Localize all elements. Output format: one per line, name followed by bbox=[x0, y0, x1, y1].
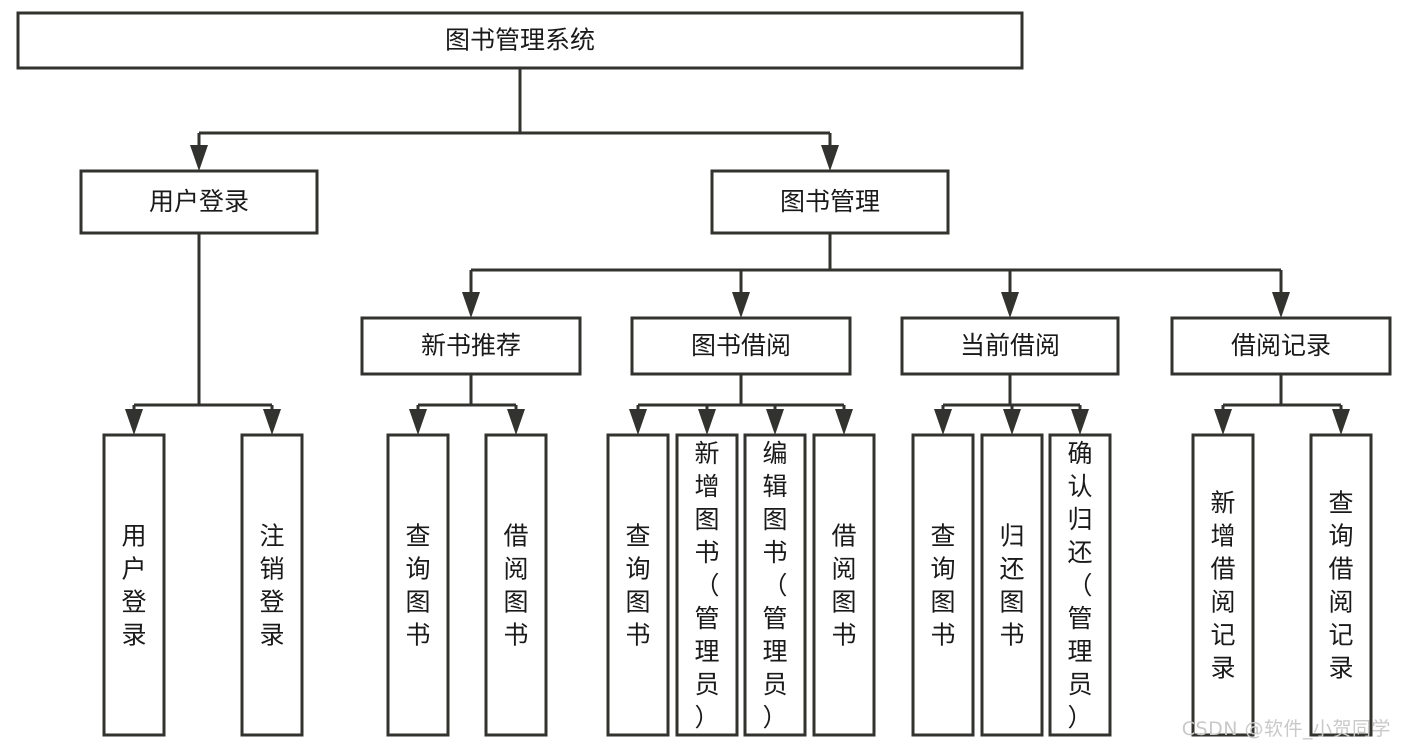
node-label: 归还图书 bbox=[999, 522, 1024, 650]
node-newbook[interactable]: 新书推荐 bbox=[360, 316, 582, 376]
node-leaf11[interactable]: 确认归还（管理员） bbox=[1048, 433, 1112, 737]
node-box[interactable] bbox=[484, 433, 548, 737]
node-record[interactable]: 借阅记录 bbox=[1170, 316, 1392, 376]
arrow-head-icon bbox=[821, 145, 839, 171]
connector-group-borrow bbox=[629, 374, 853, 435]
node-label: 查询借阅记录 bbox=[1328, 489, 1353, 683]
node-leaf13[interactable]: 查询借阅记录 bbox=[1309, 433, 1373, 737]
node-box[interactable] bbox=[743, 433, 807, 737]
connector-group-login bbox=[125, 233, 281, 435]
node-bookmgmt[interactable]: 图书管理 bbox=[710, 169, 950, 235]
node-label: 借阅记录 bbox=[1231, 331, 1331, 360]
node-label: 新书推荐 bbox=[421, 331, 521, 360]
node-box[interactable] bbox=[240, 433, 304, 737]
node-box[interactable] bbox=[360, 316, 582, 376]
node-label: 图书管理 bbox=[780, 187, 880, 216]
arrow-head-icon bbox=[1001, 292, 1019, 318]
node-current[interactable]: 当前借阅 bbox=[900, 316, 1120, 376]
node-leaf6[interactable]: 新增图书（管理员） bbox=[675, 433, 739, 737]
arrow-head-icon bbox=[409, 409, 427, 435]
connector-group-root bbox=[190, 68, 839, 171]
node-box[interactable] bbox=[1191, 433, 1255, 737]
node-leaf10[interactable]: 归还图书 bbox=[980, 433, 1044, 737]
node-label: 新增图书（管理员） bbox=[694, 439, 719, 732]
arrow-head-icon bbox=[125, 409, 143, 435]
connector-group-bookmgmt bbox=[462, 233, 1290, 318]
arrow-head-icon bbox=[835, 409, 853, 435]
node-box[interactable] bbox=[812, 433, 876, 737]
node-box[interactable] bbox=[675, 433, 739, 737]
node-leaf8[interactable]: 借阅图书 bbox=[812, 433, 876, 737]
node-leaf4[interactable]: 借阅图书 bbox=[484, 433, 548, 737]
arrow-head-icon bbox=[766, 409, 784, 435]
node-box[interactable] bbox=[900, 316, 1120, 376]
node-label: 当前借阅 bbox=[960, 331, 1060, 360]
arrow-head-icon bbox=[1272, 292, 1290, 318]
node-leaf5[interactable]: 查询图书 bbox=[606, 433, 670, 737]
csdn-watermark: CSDN @软件_小贺同学 bbox=[1181, 718, 1391, 740]
node-box[interactable] bbox=[1048, 433, 1112, 737]
node-leaf2[interactable]: 注销登录 bbox=[240, 433, 304, 737]
node-box[interactable] bbox=[1309, 433, 1373, 737]
arrow-head-icon bbox=[263, 409, 281, 435]
connector-group-newbook bbox=[409, 374, 525, 435]
arrow-head-icon bbox=[190, 145, 208, 171]
node-borrow[interactable]: 图书借阅 bbox=[630, 316, 852, 376]
node-label: 查询图书 bbox=[405, 522, 430, 650]
node-label: 新增借阅记录 bbox=[1210, 489, 1235, 683]
node-leaf3[interactable]: 查询图书 bbox=[386, 433, 450, 737]
arrow-head-icon bbox=[732, 292, 750, 318]
node-box[interactable] bbox=[1170, 316, 1392, 376]
connector-layer bbox=[125, 68, 1350, 435]
arrow-head-icon bbox=[1071, 409, 1089, 435]
node-label: 图书管理系统 bbox=[445, 26, 595, 55]
node-label: 图书借阅 bbox=[691, 331, 791, 360]
node-leaf12[interactable]: 新增借阅记录 bbox=[1191, 433, 1255, 737]
node-leaf7[interactable]: 编辑图书（管理员） bbox=[743, 433, 807, 737]
arrow-head-icon bbox=[462, 292, 480, 318]
node-label: 确认归还（管理员） bbox=[1067, 439, 1092, 732]
arrow-head-icon bbox=[507, 409, 525, 435]
node-box[interactable] bbox=[16, 11, 1024, 70]
node-box[interactable] bbox=[102, 433, 166, 737]
arrow-head-icon bbox=[1003, 409, 1021, 435]
node-box[interactable] bbox=[606, 433, 670, 737]
arrow-head-icon bbox=[1332, 409, 1350, 435]
node-box[interactable] bbox=[980, 433, 1044, 737]
arrow-head-icon bbox=[934, 409, 952, 435]
node-label: 查询图书 bbox=[930, 522, 955, 650]
node-layer: 图书管理系统用户登录图书管理新书推荐图书借阅当前借阅借阅记录用户登录注销登录查询… bbox=[16, 11, 1392, 737]
node-label: 编辑图书（管理员） bbox=[762, 439, 787, 732]
node-login[interactable]: 用户登录 bbox=[79, 169, 319, 235]
node-box[interactable] bbox=[630, 316, 852, 376]
node-leaf9[interactable]: 查询图书 bbox=[911, 433, 975, 737]
node-box[interactable] bbox=[911, 433, 975, 737]
node-label: 借阅图书 bbox=[831, 522, 856, 650]
arrow-head-icon bbox=[698, 409, 716, 435]
node-box[interactable] bbox=[710, 169, 950, 235]
node-label: 注销登录 bbox=[259, 522, 284, 650]
node-box[interactable] bbox=[386, 433, 450, 737]
node-root[interactable]: 图书管理系统 bbox=[16, 11, 1024, 70]
connector-group-current bbox=[934, 374, 1089, 435]
node-label: 借阅图书 bbox=[503, 522, 528, 650]
connector-group-record bbox=[1214, 374, 1350, 435]
node-leaf1[interactable]: 用户登录 bbox=[102, 433, 166, 737]
arrow-head-icon bbox=[1214, 409, 1232, 435]
node-label: 用户登录 bbox=[121, 522, 146, 650]
node-label: 用户登录 bbox=[149, 187, 249, 216]
arrow-head-icon bbox=[629, 409, 647, 435]
node-box[interactable] bbox=[79, 169, 319, 235]
node-label: 查询图书 bbox=[625, 522, 650, 650]
